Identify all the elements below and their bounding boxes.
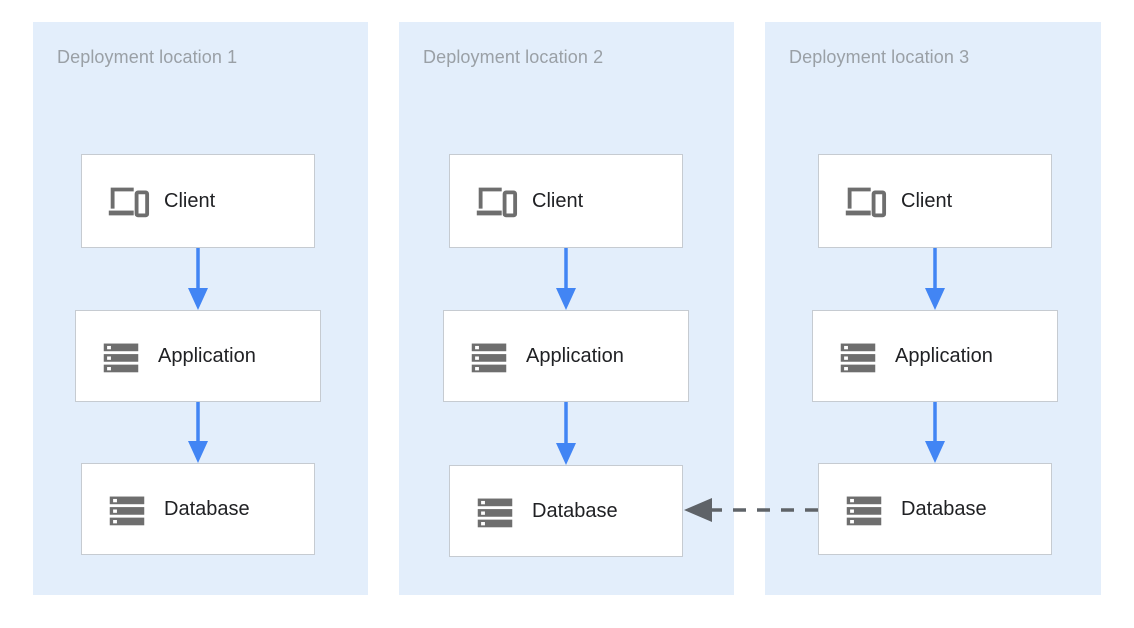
- server-icon: [841, 486, 887, 532]
- node-client-3[interactable]: Client: [818, 154, 1052, 248]
- node-label: Application: [526, 345, 624, 367]
- devices-icon: [472, 178, 518, 224]
- server-icon: [466, 333, 512, 379]
- node-label: Application: [895, 345, 993, 367]
- node-database-3[interactable]: Database: [818, 463, 1052, 555]
- node-client-1[interactable]: Client: [81, 154, 315, 248]
- devices-icon: [841, 178, 887, 224]
- node-label: Application: [158, 345, 256, 367]
- server-icon: [104, 486, 150, 532]
- node-label: Database: [532, 500, 618, 522]
- node-label: Client: [901, 190, 953, 212]
- node-label: Database: [901, 498, 987, 520]
- node-application-2[interactable]: Application: [443, 310, 689, 402]
- zone-title-2: Deployment location 2: [423, 47, 604, 67]
- server-icon: [98, 333, 144, 379]
- node-application-3[interactable]: Application: [812, 310, 1058, 402]
- node-label: Database: [164, 498, 250, 520]
- zone-title-1: Deployment location 1: [57, 47, 238, 67]
- node-database-1[interactable]: Database: [81, 463, 315, 555]
- node-database-2[interactable]: Database: [449, 465, 683, 557]
- node-application-1[interactable]: Application: [75, 310, 321, 402]
- node-label: Client: [164, 190, 216, 212]
- zone-title-3: Deployment location 3: [789, 47, 970, 67]
- devices-icon: [104, 178, 150, 224]
- server-icon: [835, 333, 881, 379]
- server-icon: [472, 488, 518, 534]
- node-label: Client: [532, 190, 584, 212]
- node-client-2[interactable]: Client: [449, 154, 683, 248]
